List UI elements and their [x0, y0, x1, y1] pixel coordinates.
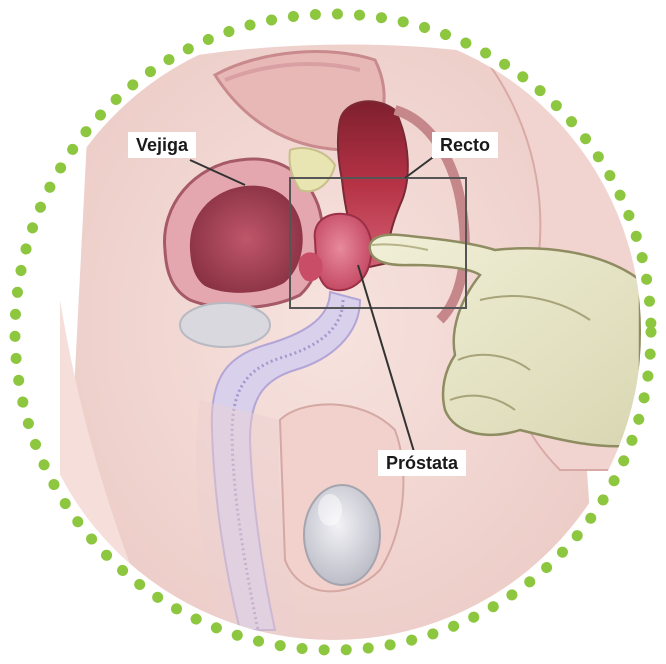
- label-bladder: Vejiga: [128, 132, 196, 158]
- testicle-shape: [304, 485, 380, 585]
- label-rectum: Recto: [432, 132, 498, 158]
- label-prostate: Próstata: [378, 450, 466, 476]
